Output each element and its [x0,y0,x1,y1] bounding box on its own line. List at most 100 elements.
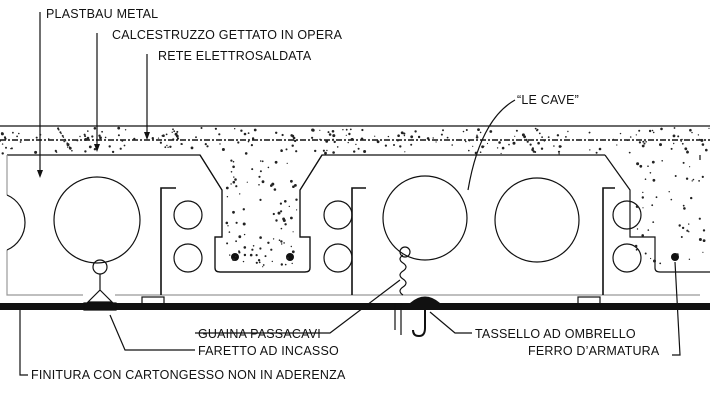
speckle [101,130,103,133]
speckle [68,146,72,150]
void-circle [494,177,580,263]
speckle [641,144,645,148]
speckle [280,240,283,243]
speckle [403,132,406,135]
speckle [64,138,66,141]
speckle [281,243,283,245]
speckle [342,129,344,131]
speckle [319,129,321,131]
speckle [686,150,689,152]
speckle [410,143,413,146]
speckle [280,210,283,213]
speckle [290,216,293,220]
speckle [479,131,482,134]
speckle [59,131,62,134]
speckle [595,151,598,154]
speckle [668,191,670,193]
label-ferro: FERRO D’ARMATURA [528,344,660,358]
metal-profile [160,187,176,295]
speckle [0,139,2,142]
speckle [311,136,314,139]
speckle [498,141,501,144]
speckle [440,133,443,136]
speckle [636,228,639,230]
speckle [291,250,295,254]
speckle [295,150,298,153]
speckle [642,191,644,194]
speckle [651,160,655,164]
speckle [161,134,164,137]
void-circle [53,176,141,264]
speckle [79,135,81,138]
speckle [565,136,567,138]
speckle [290,179,293,183]
metal-profile [602,187,615,295]
speckle [556,134,560,137]
speckle [332,151,335,154]
panel-outline [7,154,701,273]
speckle [635,134,637,136]
speckle [567,130,569,133]
speckle [235,185,238,188]
speckle [272,238,275,240]
speckle [232,165,235,169]
speckle [239,193,241,195]
speckle [271,182,275,186]
speckle [258,175,261,178]
speckle [681,226,685,230]
speckle [475,136,479,139]
speckle [237,141,240,144]
speckle [529,143,532,146]
speckle [195,136,197,139]
speckle [176,137,180,140]
speckle [259,170,262,173]
speckle [280,149,283,152]
speckle [636,162,640,166]
speckle [523,135,526,139]
small-void [173,243,203,273]
speckle [705,148,708,152]
speckle [598,147,602,151]
speckle [537,141,540,145]
speckle [249,253,253,257]
speckle [514,135,516,137]
label-faretto: FARETTO AD INCASSO [198,344,339,358]
rebar [671,253,679,261]
speckle [117,126,121,130]
speckle [688,258,691,260]
speckle [292,185,295,188]
speckle [71,149,73,152]
speckle [226,196,229,198]
speckle [647,165,649,167]
speckle [176,130,179,133]
speckle [397,134,400,137]
light-hook [92,259,108,275]
concrete-speckles [0,126,710,268]
speckle [291,262,293,265]
concrete-rib-right [604,154,710,273]
speckle [218,133,221,136]
speckle [261,180,265,184]
speckle [200,127,203,129]
speckle [351,138,354,141]
speckle [19,141,22,143]
speckle [242,222,246,226]
speckle [691,131,693,134]
speckle [93,148,97,151]
speckle [635,205,639,208]
speckle [5,146,7,149]
speckle [680,236,683,238]
speckle [294,184,297,187]
speckle [588,131,591,134]
speckle [525,138,528,141]
speckle [496,147,499,149]
leader-guaina [195,279,401,334]
speckle [235,240,238,243]
speckle [267,241,270,244]
speckle [432,137,434,139]
speckle [325,140,329,143]
speckle [284,200,287,203]
speckle [468,149,470,152]
speckle [76,139,79,142]
